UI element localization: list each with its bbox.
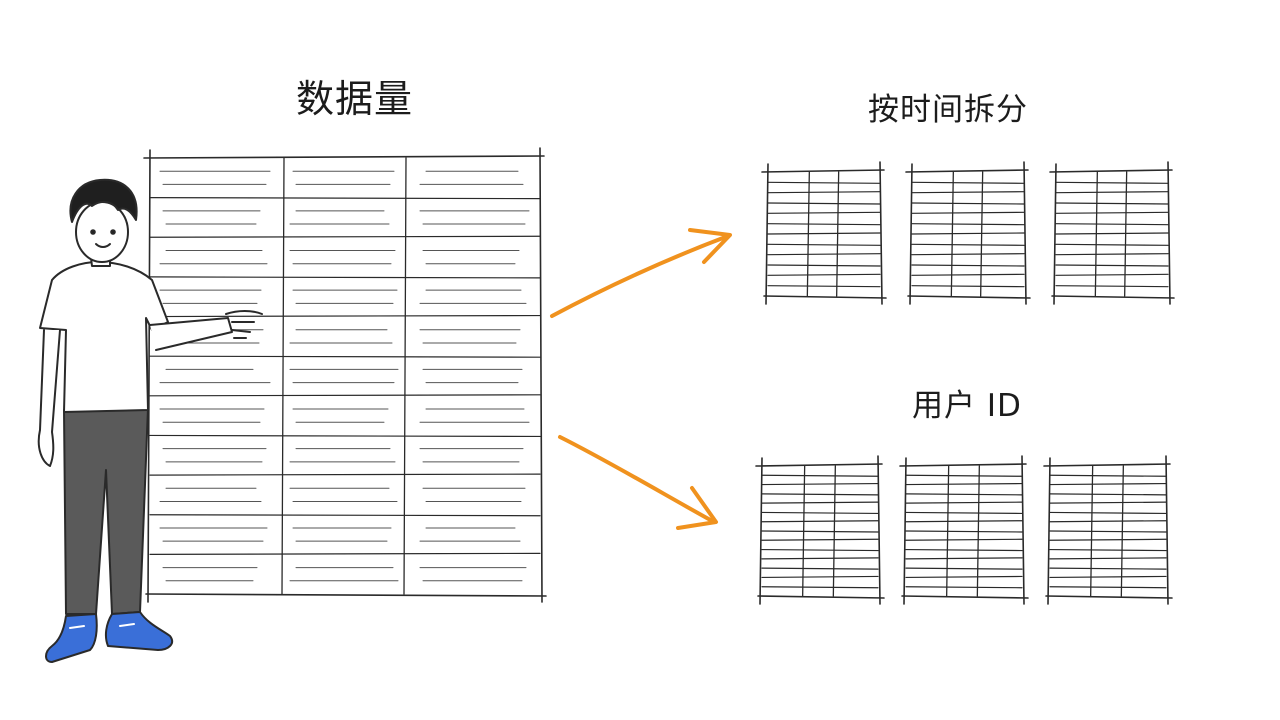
time-partition-table [905, 161, 1031, 305]
big-data-table [143, 147, 547, 603]
user-partition-table [1043, 455, 1173, 605]
arrow-right-up-icon [550, 228, 732, 318]
split-by-time-label: 按时间拆分 [868, 92, 1028, 128]
big-table-title: 数据量 [296, 77, 414, 121]
arrow-right-down-icon [558, 435, 718, 530]
user-partition-table [899, 455, 1029, 605]
user-partition-tables [755, 455, 1173, 605]
time-partition-table [1049, 161, 1175, 305]
person-pointing-icon [37, 178, 263, 663]
split-by-user-label: 用户 ID [912, 388, 1022, 424]
time-partition-tables [761, 161, 1175, 305]
time-partition-table [761, 161, 887, 305]
user-partition-table [755, 455, 885, 605]
source-table [143, 147, 547, 603]
split-arrows [550, 228, 732, 530]
